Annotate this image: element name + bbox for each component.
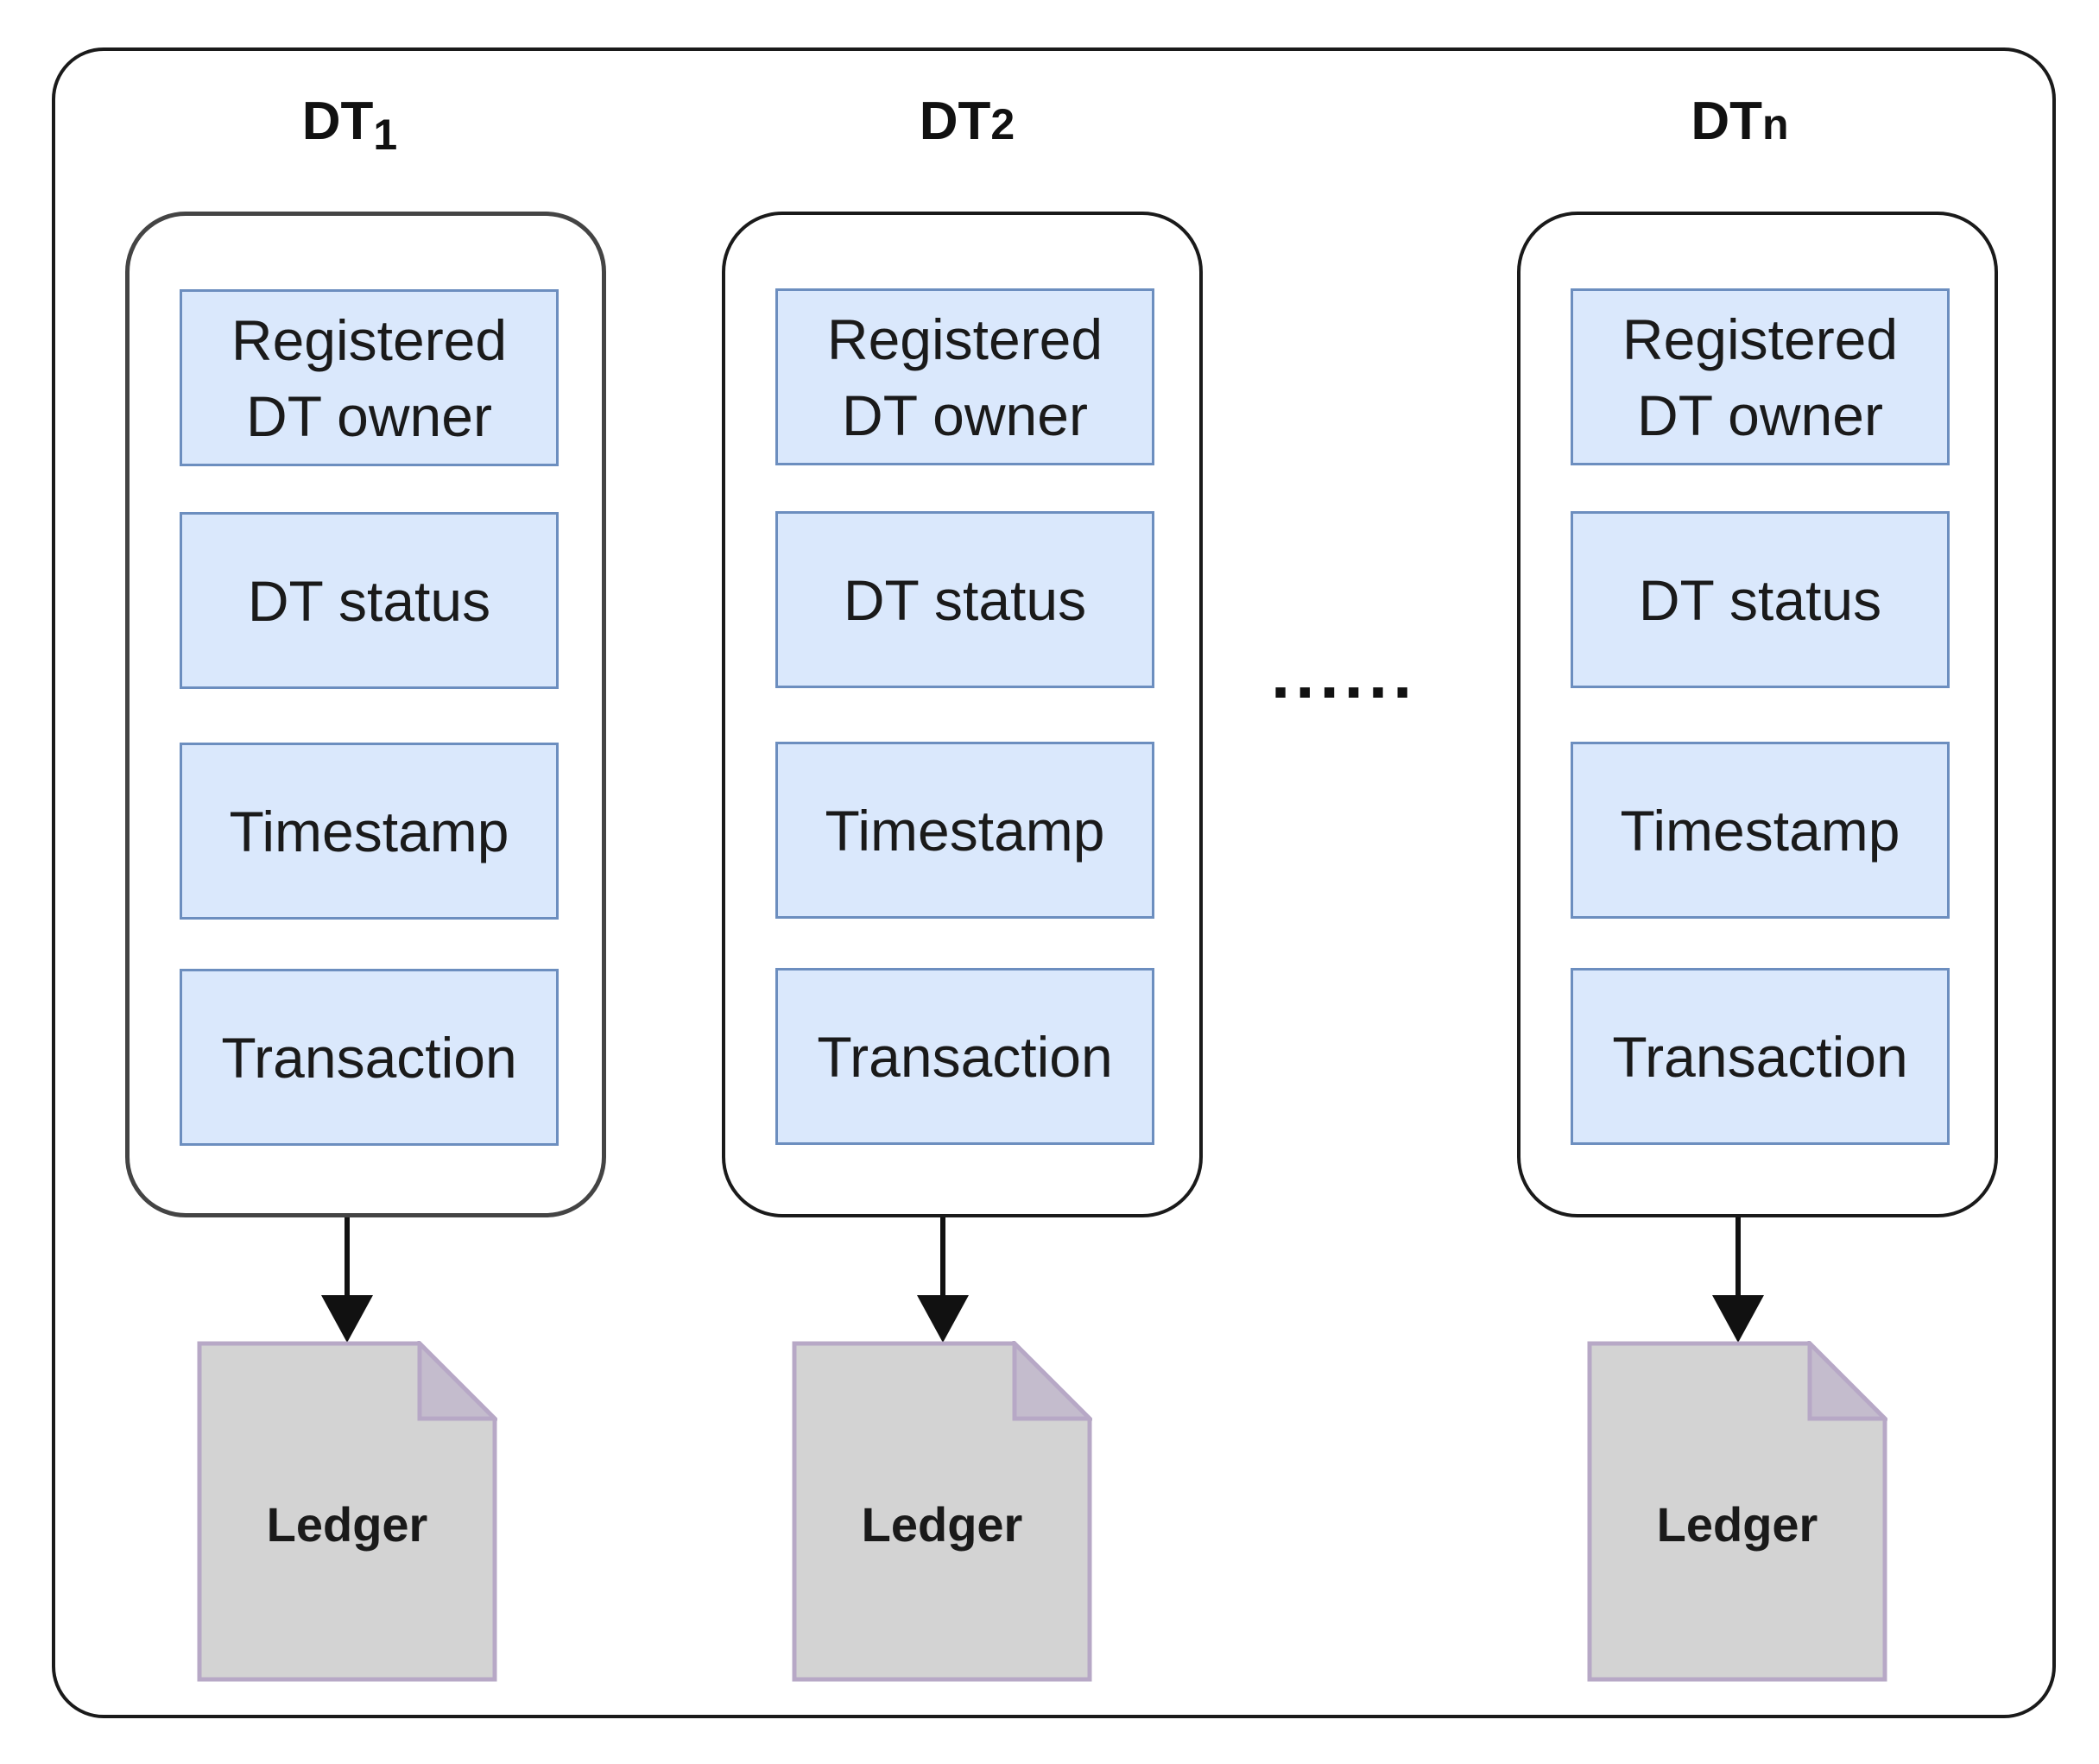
dt2-field-status: DT status	[775, 511, 1154, 688]
dt2-field-owner: Registered DT owner	[775, 288, 1154, 465]
dtn-ledger: Ledger	[1587, 1337, 1891, 1682]
dt2-document-icon	[792, 1337, 1096, 1682]
dt2-title-main: DT	[919, 92, 991, 151]
dtn-card: Registered DT owner DT status Timestamp …	[1517, 212, 1998, 1217]
dtn-document-icon	[1587, 1337, 1891, 1682]
dtn-field-owner: Registered DT owner	[1571, 288, 1950, 465]
dt1-arrow-down-icon	[321, 1217, 373, 1343]
dt2-field-transaction: Transaction	[775, 968, 1154, 1145]
dtn-field-transaction: Transaction	[1571, 968, 1950, 1145]
dtn-field-timestamp: Timestamp	[1571, 742, 1950, 919]
dt2-ledger: Ledger	[792, 1337, 1096, 1682]
dt1-title-subscript: 1	[373, 111, 398, 159]
dt2-title: DT2	[898, 91, 1036, 177]
dt2-title-subscript: 2	[990, 100, 1015, 149]
dt1-field-timestamp: Timestamp	[180, 743, 559, 920]
dt1-field-status: DT status	[180, 512, 559, 689]
dtn-title: DTn	[1671, 91, 1809, 177]
dt1-field-owner: Registered DT owner	[180, 289, 559, 466]
dt1-document-icon	[197, 1337, 501, 1682]
dt2-ledger-label: Ledger	[861, 1497, 1023, 1552]
dt1-ledger: Ledger	[197, 1337, 501, 1682]
dtn-title-subscript: n	[1762, 100, 1789, 149]
dt1-card: Registered DT owner DT status Timestamp …	[125, 212, 606, 1217]
dt2-card: Registered DT owner DT status Timestamp …	[722, 212, 1203, 1217]
diagram-frame	[52, 47, 2056, 1718]
dt2-field-timestamp: Timestamp	[775, 742, 1154, 919]
dt2-arrow-down-icon	[917, 1217, 969, 1343]
dtn-arrow-down-icon	[1712, 1217, 1764, 1343]
dt1-title-main: DT	[301, 92, 374, 151]
dtn-ledger-label: Ledger	[1656, 1497, 1818, 1552]
dt1-ledger-label: Ledger	[266, 1497, 428, 1552]
dt1-title: DT1	[285, 91, 414, 177]
dt1-field-transaction: Transaction	[180, 969, 559, 1146]
ellipsis: ......	[1271, 635, 1418, 712]
dtn-field-status: DT status	[1571, 511, 1950, 688]
dtn-title-main: DT	[1691, 92, 1763, 151]
